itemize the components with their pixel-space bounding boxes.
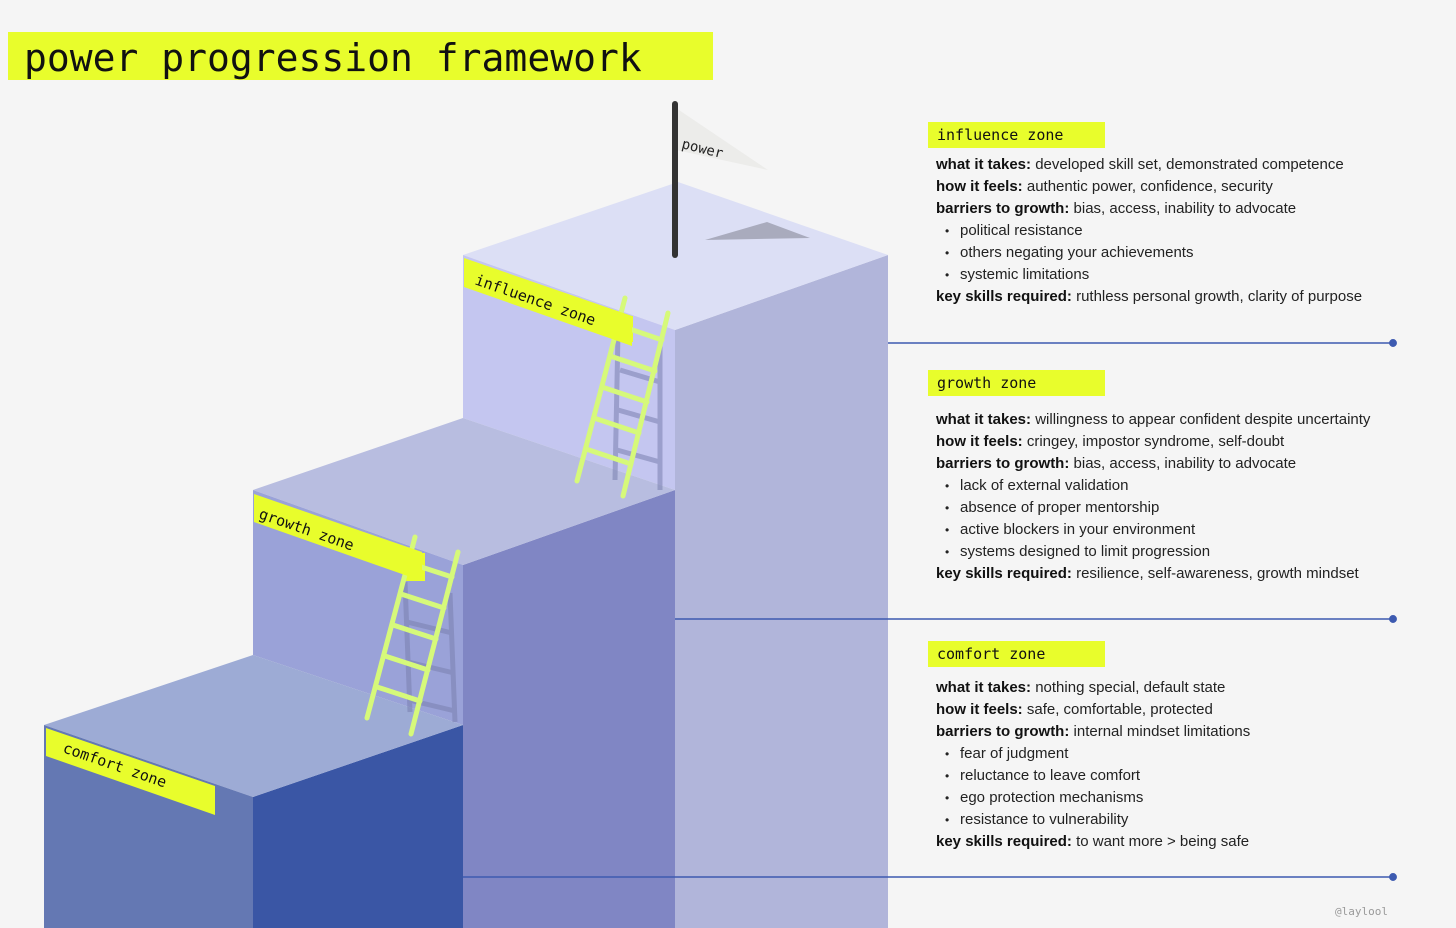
growth-feels-value: cringey, impostor syndrome, self-doubt [1026,433,1285,450]
author-credit: @laylool [1335,905,1388,918]
comfort-barrier-list: fear of judgment reluctance to leave com… [936,743,1416,831]
influence-feels-label: how it feels: [936,178,1023,195]
influence-what-label: what it takes: [936,156,1032,173]
flag-cloth [676,108,768,170]
growth-skills-value: resilience, self-awareness, growth minds… [1076,565,1359,582]
influence-what-row: what it takes: developed skill set, demo… [936,154,1416,176]
comfort-zone-details: what it takes: nothing special, default … [936,677,1416,853]
influence-barriers-label: barriers to growth: [936,200,1070,217]
comfort-feels-value: safe, comfortable, protected [1026,701,1213,718]
page-title: power progression framework [8,32,713,80]
connector-lines [463,339,1397,881]
influence-zone-details: what it takes: developed skill set, demo… [936,154,1416,308]
growth-feels-label: how it feels: [936,433,1023,450]
comfort-zone-tag: comfort zone [928,641,1105,667]
influence-barrier-list: political resistance others negating you… [936,220,1416,286]
growth-feels-row: how it feels: cringey, impostor syndrome… [936,431,1416,453]
list-item: systemic limitations [945,264,1416,286]
influence-zone-tag: influence zone [928,122,1105,148]
comfort-barriers-row: barriers to growth: internal mindset lim… [936,721,1416,743]
influence-what-value: developed skill set, demonstrated compet… [1035,156,1344,173]
growth-step-top-face [253,418,675,565]
influence-step-right-face [675,255,888,928]
comfort-step-front-face [44,725,253,928]
growth-ladder [364,534,461,737]
list-item: fear of judgment [945,743,1416,765]
flag-shadow [705,222,810,240]
list-item: active blockers in your environment [945,519,1416,541]
growth-what-value: willingness to appear confident despite … [1035,411,1371,428]
comfort-stair-banner [46,728,215,815]
comfort-step-right-face [253,725,463,928]
growth-barriers-row: barriers to growth: bias, access, inabil… [936,453,1416,475]
influence-feels-row: how it feels: authentic power, confidenc… [936,176,1416,198]
growth-step-right-face [463,490,675,928]
influence-stair-banner [464,258,632,346]
growth-barrier-list: lack of external validation absence of p… [936,475,1416,563]
influence-skills-value: ruthless personal growth, clarity of pur… [1076,288,1363,305]
influence-feels-value: authentic power, confidence, security [1026,178,1273,195]
list-item: absence of proper mentorship [945,497,1416,519]
comfort-feels-row: how it feels: safe, comfortable, protect… [936,699,1416,721]
list-item: others negating your achievements [945,242,1416,264]
comfort-what-label: what it takes: [936,679,1032,696]
influence-barriers-row: barriers to growth: bias, access, inabil… [936,198,1416,220]
growth-what-row: what it takes: willingness to appear con… [936,409,1416,431]
growth-stair-banner [254,494,422,581]
comfort-what-row: what it takes: nothing special, default … [936,677,1416,699]
comfort-skills-row: key skills required: to want more > bein… [936,831,1416,853]
growth-barriers-value: bias, access, inability to advocate [1073,455,1297,472]
comfort-what-value: nothing special, default state [1035,679,1226,696]
growth-zone-details: what it takes: willingness to appear con… [936,409,1416,585]
growth-skills-row: key skills required: resilience, self-aw… [936,563,1416,585]
list-item: reluctance to leave comfort [945,765,1416,787]
comfort-skills-label: key skills required: [936,833,1072,850]
growth-zone-tag: growth zone [928,370,1105,396]
comfort-step-top-face [44,655,463,797]
comfort-barriers-value: internal mindset limitations [1073,723,1251,740]
influence-skills-label: key skills required: [936,288,1072,305]
influence-barriers-value: bias, access, inability to advocate [1073,200,1297,217]
influence-skills-row: key skills required: ruthless personal g… [936,286,1416,308]
growth-what-label: what it takes: [936,411,1032,428]
list-item: systems designed to limit progression [945,541,1416,563]
comfort-feels-label: how it feels: [936,701,1023,718]
list-item: political resistance [945,220,1416,242]
growth-barriers-label: barriers to growth: [936,455,1070,472]
list-item: lack of external validation [945,475,1416,497]
list-item: resistance to vulnerability [945,809,1416,831]
list-item: ego protection mechanisms [945,787,1416,809]
comfort-skills-value: to want more > being safe [1076,833,1250,850]
comfort-barriers-label: barriers to growth: [936,723,1070,740]
growth-skills-label: key skills required: [936,565,1072,582]
